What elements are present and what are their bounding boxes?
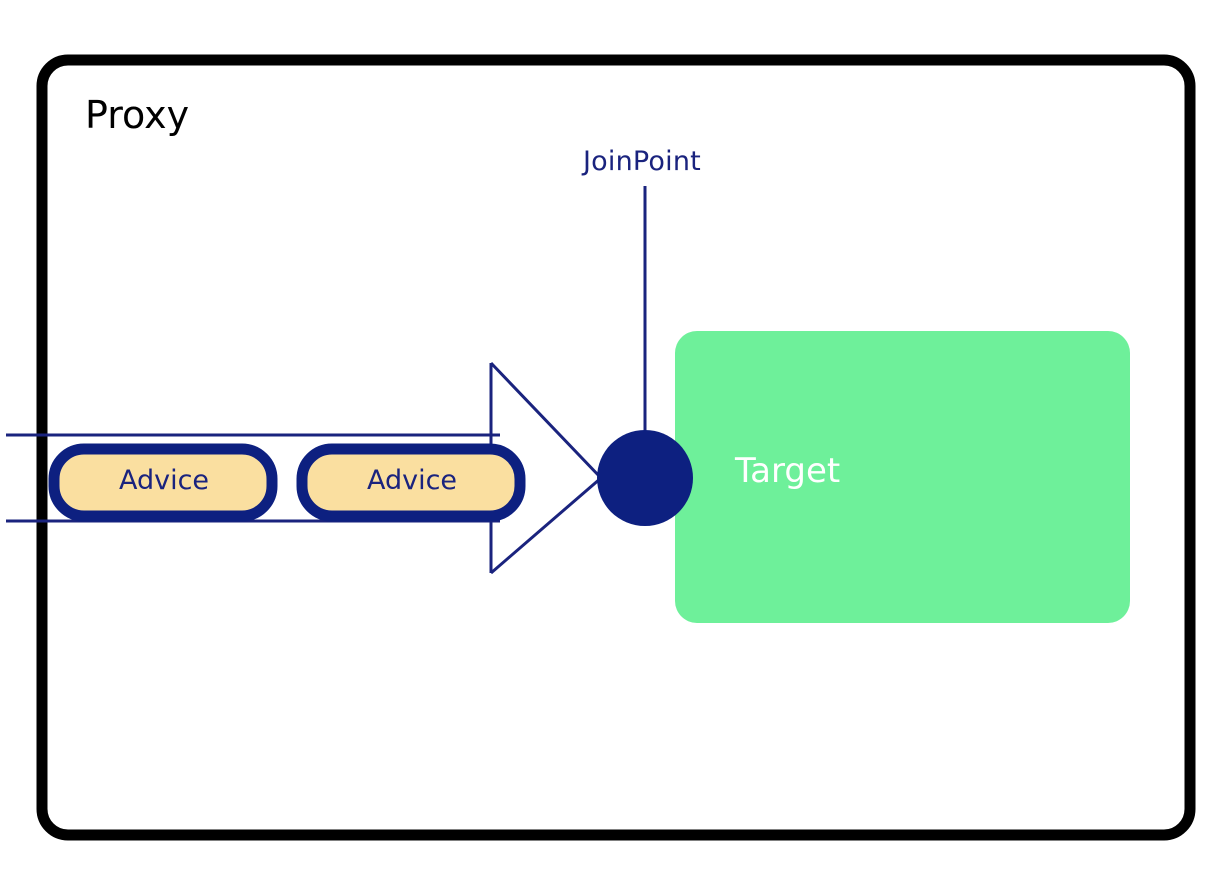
target-label: Target	[735, 451, 841, 491]
advice-box-1[interactable]	[48, 443, 278, 522]
advice-label-1: Advice	[118, 465, 210, 496]
joinpoint-dot	[597, 430, 693, 526]
joinpoint-label: JoinPoint	[583, 146, 701, 177]
advice-box-2[interactable]	[296, 443, 526, 522]
advice-label-2: Advice	[366, 465, 458, 496]
target-box	[675, 331, 1130, 623]
proxy-label: Proxy	[85, 93, 190, 137]
